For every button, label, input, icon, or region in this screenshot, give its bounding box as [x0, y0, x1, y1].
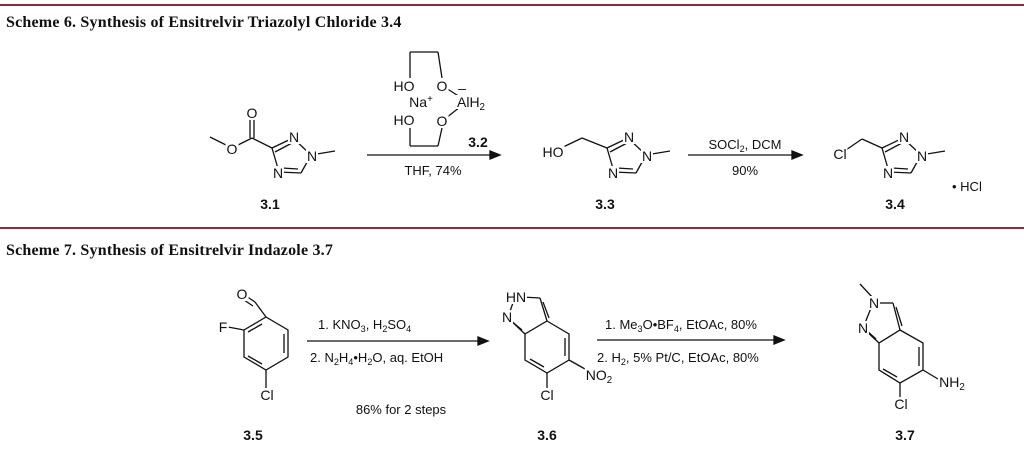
atom-n: N	[897, 129, 911, 145]
compound-label-3-5: 3.5	[243, 427, 263, 443]
step1-reagent-1: 1. KNO3, H2SO4	[318, 317, 412, 334]
atom-o: O	[235, 286, 249, 302]
amino-group: NH2	[938, 374, 966, 393]
compound-label-3-6: 3.6	[537, 427, 557, 443]
step2-reagents: SOCl2, DCM	[708, 137, 782, 154]
atom-cl: Cl	[539, 387, 555, 403]
structure-3-5-bonds	[227, 295, 289, 388]
step1-reagent-2: 2. N2H4•H2O, aq. EtOH	[310, 350, 444, 367]
structure-3-7-bonds	[859, 283, 939, 397]
step1-yield: 86% for 2 steps	[355, 402, 447, 417]
scheme7-title: Scheme 7. Synthesis of Ensitrelvir Indaz…	[6, 242, 334, 259]
atom-cl: Cl	[832, 146, 848, 162]
anion-charge: –	[458, 80, 466, 96]
atom-o: O	[435, 113, 449, 129]
hcl-salt: • HCl	[952, 179, 982, 194]
top-rule	[0, 4, 1024, 6]
atom-n: N	[500, 309, 514, 325]
atom-ho: HO	[392, 78, 416, 94]
atom-n: N	[305, 148, 319, 164]
atom-cl: Cl	[259, 387, 275, 403]
atom-o: O	[435, 78, 449, 94]
step1-conditions: THF, 74%	[404, 163, 462, 178]
atom-o: O	[245, 105, 259, 121]
atom-n: N	[622, 129, 636, 145]
compound-label-3-7: 3.7	[895, 427, 915, 443]
atom-n: N	[287, 129, 301, 145]
compound-label-3-4: 3.4	[885, 196, 905, 212]
structure-3-3-bonds	[556, 137, 671, 174]
atom-n: N	[881, 165, 895, 181]
aluminum-hydride: AlH2	[455, 94, 487, 113]
atom-ho: HO	[392, 112, 416, 128]
compound-label-3-3: 3.3	[595, 196, 615, 212]
step2-yield: 90%	[731, 163, 759, 178]
atom-n: N	[856, 320, 870, 336]
step2-reagent-1: 1. Me3O•BF4, EtOAc, 80%	[605, 317, 757, 334]
atom-cl: Cl	[893, 396, 909, 412]
atom-n: N	[606, 165, 620, 181]
reaction-arrows	[307, 150, 804, 346]
atom-hn: HN	[504, 289, 528, 305]
middle-rule	[0, 227, 1024, 229]
atom-n: N	[867, 295, 881, 311]
atom-n: N	[271, 165, 285, 181]
atom-ho: HO	[541, 144, 565, 160]
structure-3-6-bonds	[507, 296, 586, 388]
nitro-group: NO2	[584, 367, 614, 386]
atom-f: F	[217, 319, 229, 335]
atom-n: N	[640, 148, 654, 164]
compound-label-3-1: 3.1	[260, 196, 280, 212]
atom-o: O	[225, 141, 239, 157]
compound-label-3-2: 3.2	[468, 134, 488, 150]
atom-n: N	[915, 148, 929, 164]
sodium-cation: Na+	[409, 94, 433, 110]
scheme6-title: Scheme 6. Synthesis of Ensitrelvir Triaz…	[6, 14, 402, 31]
step2-reagent-2: 2. H2, 5% Pt/C, EtOAc, 80%	[597, 350, 759, 367]
